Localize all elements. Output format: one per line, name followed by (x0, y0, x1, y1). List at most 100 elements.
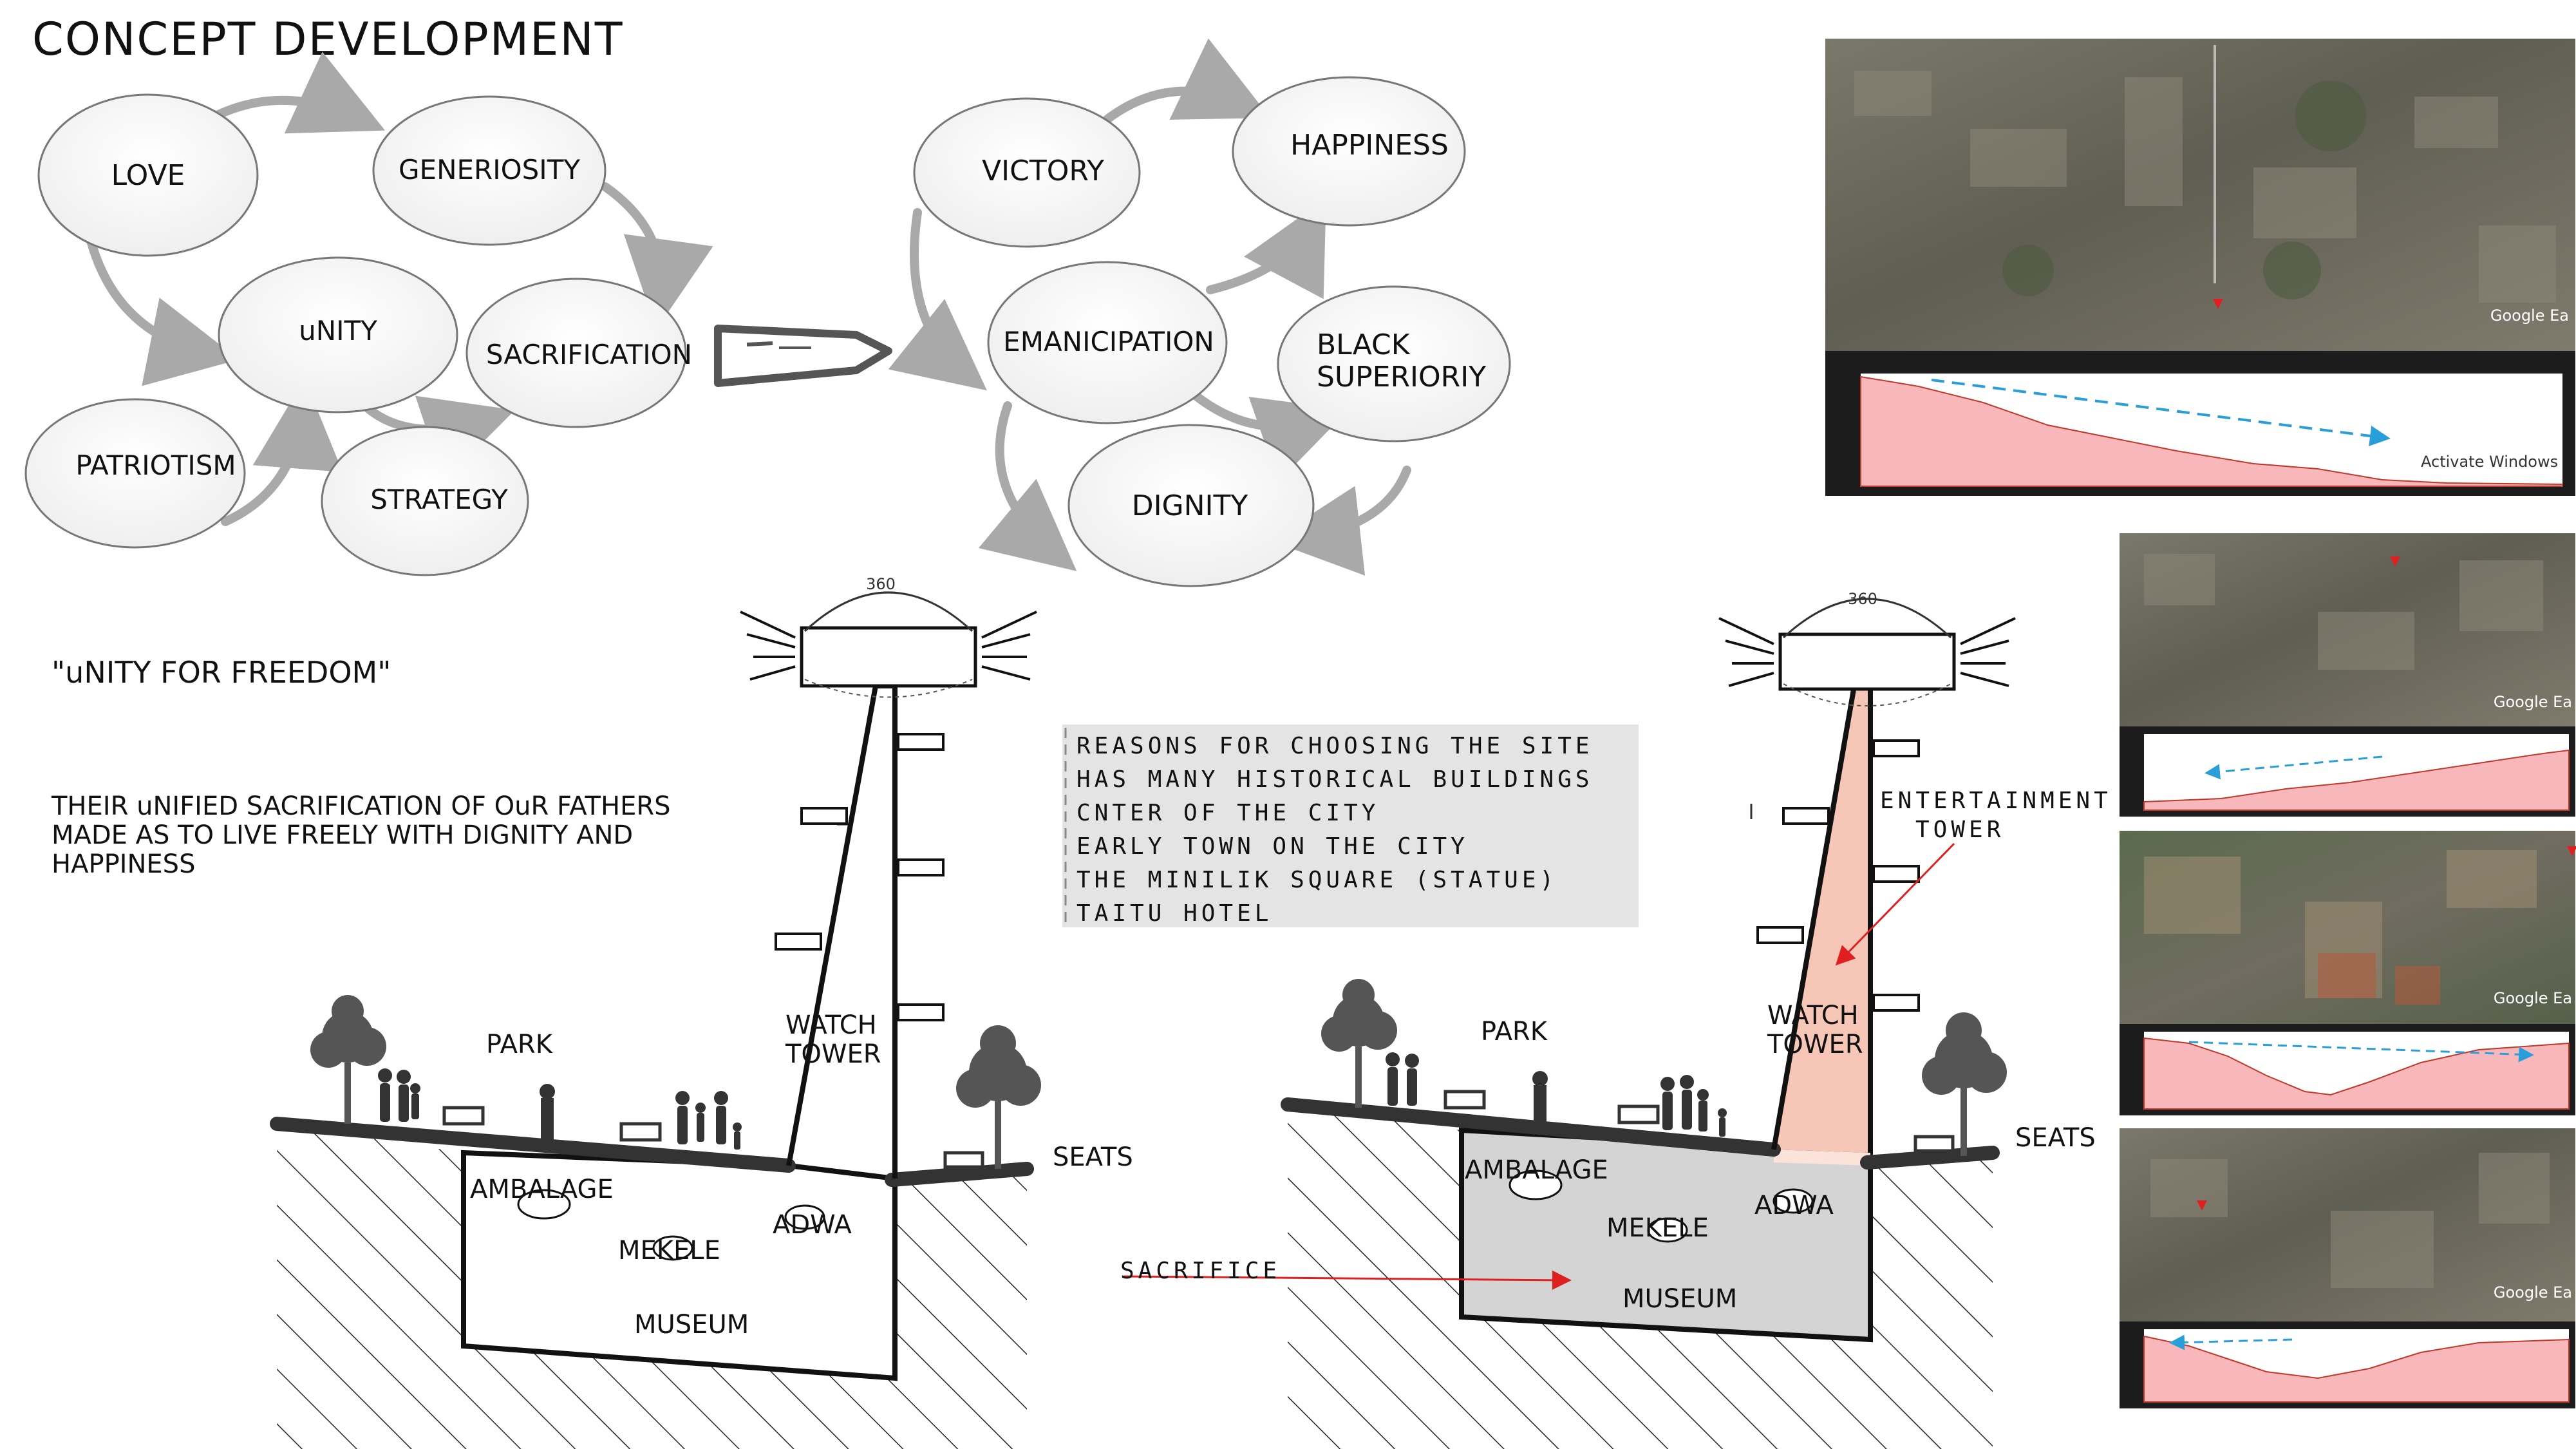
adwa-label: ADWA (773, 1210, 852, 1240)
bubble-unity-label: uNITY (299, 315, 377, 346)
reason-item: HAS MANY HISTORICAL BUILDINGS (1076, 766, 1594, 793)
statue-icon (1532, 1071, 1548, 1124)
exhibit-ambalage (517, 1189, 571, 1220)
watch-tower-label-2: TOWER (785, 1039, 881, 1069)
ground-line-right (885, 1162, 1034, 1187)
arrow-emancipation-black-superiority (1180, 382, 1349, 482)
reason-item: EARLY TOWN ON THE CITY (1076, 833, 1469, 860)
arrow-black-superiority-dignity (1270, 466, 1411, 576)
arrow-victory-emancipation (888, 208, 987, 391)
bubble-sacrification: SACRIFICATION (465, 278, 692, 428)
bubble-strategy-label: STRATEGY (370, 484, 508, 515)
entertainment-tower (1774, 686, 1870, 1153)
bubble-happiness: HAPPINESS (1232, 76, 1466, 227)
description: THEIR uNIFIED SACRIFICATION OF OuR FATHE… (51, 791, 671, 879)
arrow-emancipation-happiness (1206, 198, 1326, 299)
satellite-image (1825, 39, 2575, 351)
bubble-victory: VICTORY (913, 97, 1141, 248)
bubble-unity: uNITY (218, 256, 458, 413)
concept-map-left: LOVE GENERIOSITY uNITY SACRIFICATION PAT… (24, 52, 713, 576)
reasons-box: REASONS FOR CHOOSING THE SITE HAS MANY H… (1062, 724, 1639, 927)
ambalage-label: AMBALAGE (470, 1175, 614, 1204)
watch-tower-label-1: WATCH (1767, 1001, 1859, 1030)
bubble-emancipation-label: EMANICIPATION (1003, 326, 1214, 357)
map-pin-icon (2213, 299, 2223, 309)
entertainment-arrow (1835, 842, 1955, 966)
slope-direction-arrow (2188, 1041, 2534, 1063)
concept-map-right: VICTORY HAPPINESS EMANICIPATION BLACK SU… (888, 38, 1511, 587)
exhibit-adwa (1772, 1188, 1814, 1214)
bubble-emancipation: EMANICIPATION (987, 261, 1228, 424)
view-angle: 360 (866, 575, 896, 593)
tree-icon (1321, 979, 1397, 1108)
bubble-dignity: DIGNITY (1067, 424, 1315, 587)
slope-direction-arrow (1931, 379, 2391, 446)
description-line-3: HAPPINESS (52, 849, 195, 879)
arrows-right (888, 38, 1411, 576)
tower-balconies (1756, 739, 1920, 1012)
ground-hatch-left (1288, 1104, 1462, 1449)
elevation-profile (2143, 749, 2570, 811)
sacrifice-label: SACRIFICE (1120, 1258, 1281, 1284)
seats-label: SEATS (2015, 1123, 2096, 1153)
watch-tower-label-2: TOWER (1767, 1030, 1863, 1059)
exhibit-adwa (784, 1204, 825, 1230)
sacrifice-arrow (1123, 1270, 1572, 1290)
museum-label: MUSEUM (1622, 1284, 1737, 1314)
view-rays-right (981, 611, 1037, 681)
bubble-victory-label: VICTORY (982, 155, 1104, 187)
people-icon (1386, 1052, 1419, 1106)
slogan: "uNITY FOR FREEDOM" (52, 655, 391, 690)
windows-notice: Activate Windows (2421, 453, 2558, 471)
view-arc (804, 591, 973, 632)
description-line-2: MADE AS TO LIVE FREELY WITH DIGNITY AND (52, 820, 633, 850)
ground-hatch-right (895, 1169, 1027, 1449)
map-watermark: Google Ea (2494, 693, 2572, 711)
bubble-love: LOVE (37, 93, 259, 257)
bubble-dignity-label: DIGNITY (1132, 489, 1248, 522)
reason-item: CNTER OF THE CITY (1076, 800, 1379, 826)
bench-icon (1443, 1090, 1955, 1153)
reason-item: THE MINILIK SQUARE (STATUE) (1076, 867, 1557, 893)
ambalage-label: AMBALAGE (1465, 1155, 1608, 1185)
reason-heading: REASONS FOR CHOOSING THE SITE (1076, 733, 1594, 759)
entertainment-tower-label-1: ENTERTAINMENT (1880, 788, 2112, 814)
transition-arrow-icon (714, 325, 892, 387)
map-pin-icon (2197, 1200, 2207, 1211)
park-label: PARK (486, 1030, 554, 1059)
elevation-profile (1860, 375, 2563, 487)
site-map-large: Google Ea Activate Windows (1825, 39, 2575, 496)
bubble-black-superiority: BLACK SUPERIORIY (1277, 285, 1511, 442)
slope-direction-arrow (2169, 1334, 2293, 1350)
arrow-love-unity (86, 234, 240, 386)
view-angle: 360 (1848, 590, 1877, 608)
people-icon (378, 1068, 420, 1122)
ground-line (1281, 1097, 1781, 1157)
tower-balconies (775, 733, 945, 1021)
bubble-strategy: STRATEGY (321, 426, 529, 576)
elevation-profile (2143, 1335, 2570, 1403)
people-icon (675, 1091, 742, 1150)
arrow-victory-happiness (1103, 38, 1270, 124)
mekele-label: MEKELE (1606, 1213, 1709, 1243)
map-pin-icon (2567, 846, 2576, 857)
section-left: 360 (270, 575, 1133, 1449)
tree-icon (956, 1025, 1041, 1169)
tree-icon (310, 995, 386, 1124)
elevation-profile (2143, 1037, 2570, 1110)
exhibit-mekele (652, 1235, 693, 1261)
entertainment-tower-label-2: TOWER (1915, 817, 2004, 843)
description-line-1: THEIR uNIFIED SACRIFICATION OF OuR FATHE… (51, 791, 671, 821)
bubble-black-superiority-label-2: SUPERIORIY (1317, 361, 1486, 393)
arrow-generosity-sacrification (601, 182, 713, 330)
observation-deck (1778, 632, 1956, 691)
park-label: PARK (1481, 1017, 1548, 1046)
museum-label: MUSEUM (634, 1310, 749, 1340)
bubble-generosity-label: GENERIOSITY (399, 154, 580, 185)
bubble-generosity: GENERIOSITY (372, 95, 606, 246)
adwa-label: ADWA (1754, 1191, 1834, 1220)
people-icon (1660, 1075, 1727, 1137)
exhibit-mekele (1647, 1217, 1688, 1243)
statue-icon (540, 1084, 555, 1140)
